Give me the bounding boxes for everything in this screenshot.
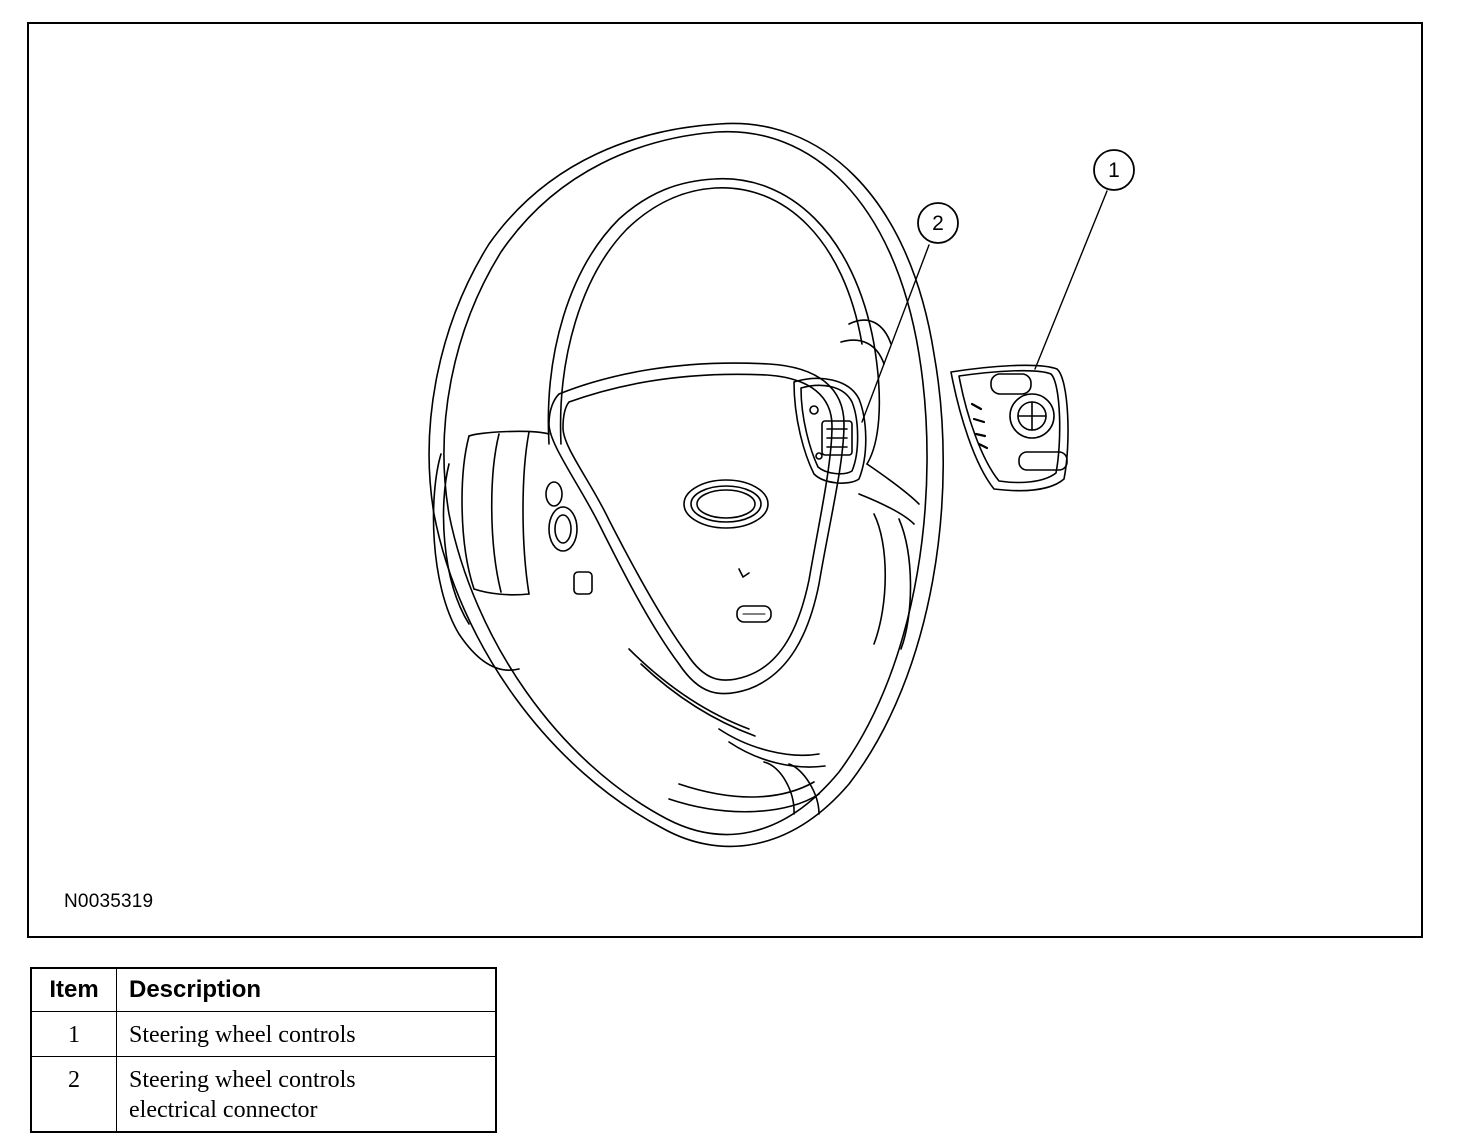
legend-table: Item Description 1 Steering wheel contro…: [30, 967, 497, 1133]
legend-header-item: Item: [30, 967, 117, 1012]
table-row: 2 Steering wheel controls electrical con…: [30, 1056, 497, 1133]
steering-wheel-rim-inner: [547, 177, 881, 465]
callout-1: 1: [1093, 149, 1135, 191]
steering-wheel-rim-inner-2: [559, 187, 863, 445]
leader-line-2: [861, 244, 930, 423]
oval-emblem-icon: [683, 479, 769, 529]
legend-item-description: Steering wheel controls: [116, 1011, 497, 1057]
callout-1-label: 1: [1108, 159, 1120, 182]
legend-item-description: Steering wheel controls electrical conne…: [116, 1056, 497, 1133]
airbag-cover: [548, 362, 845, 695]
legend-header-row: Item Description: [30, 967, 497, 1012]
table-row: 1 Steering wheel controls: [30, 1011, 497, 1057]
figure-id: N0035319: [64, 891, 154, 912]
electrical-connector: [821, 420, 853, 456]
airbag-label-icon: [736, 605, 772, 623]
legend-description-line: Steering wheel controls: [129, 1067, 356, 1093]
legend-item-number: 2: [30, 1056, 117, 1133]
figure-frame: 1 2 N0035319: [27, 22, 1423, 938]
steering-wheel-rim-outer-2: [443, 130, 928, 836]
steering-wheel-rim-outer: [428, 122, 944, 848]
legend-description-line: electrical connector: [129, 1097, 318, 1123]
steering-wheel-controls-module: [950, 364, 1069, 492]
callout-2: 2: [917, 202, 959, 244]
steering-wheel-diagram: 1 2: [428, 122, 1135, 848]
leader-line-1: [1034, 190, 1108, 370]
legend-item-number: 1: [30, 1011, 117, 1057]
control-cavity-right: [793, 377, 867, 484]
callout-2-label: 2: [932, 212, 944, 235]
legend-header-description: Description: [116, 967, 497, 1012]
legend-description-line: Steering wheel controls: [129, 1022, 356, 1048]
